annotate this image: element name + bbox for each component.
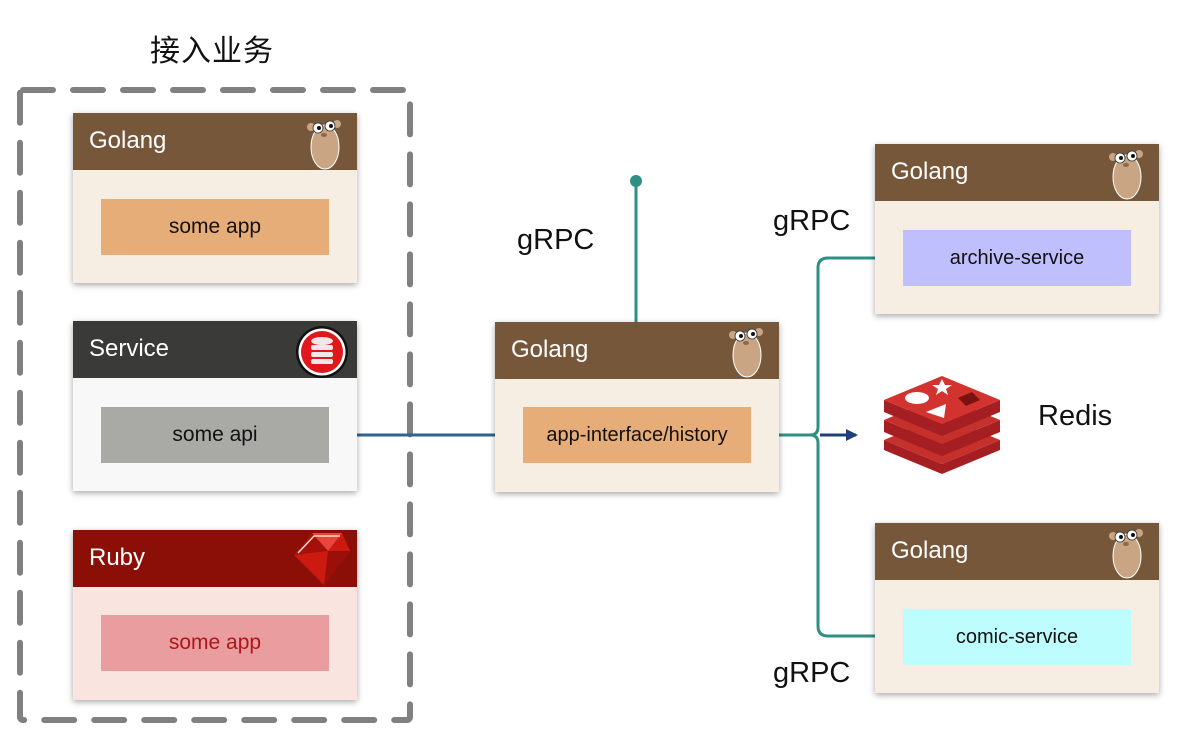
gateway-app-label: app-interface/history bbox=[546, 423, 728, 446]
edge-label-comic: gRPC bbox=[773, 657, 851, 689]
gopher-icon bbox=[1109, 529, 1143, 579]
gopher-icon bbox=[307, 120, 341, 170]
archive-service-label: archive-service bbox=[949, 246, 1085, 269]
card-header: Golang bbox=[73, 113, 357, 170]
group-title: 接入业务 bbox=[150, 34, 274, 69]
app-label: some app bbox=[168, 215, 262, 238]
client-group-border bbox=[17, 87, 413, 723]
card-lang-label: Ruby bbox=[89, 544, 146, 571]
api-label: some api bbox=[172, 423, 258, 446]
database-icon bbox=[296, 326, 348, 378]
ruby-icon bbox=[294, 533, 350, 585]
edge-label-archive: gRPC bbox=[773, 205, 851, 237]
backend-card-archive[interactable]: Golang archive-service bbox=[875, 144, 1159, 314]
card-lang-label: Golang bbox=[891, 158, 969, 185]
api-box[interactable]: some api bbox=[101, 407, 329, 463]
comic-service-box[interactable]: comic-service bbox=[903, 609, 1131, 665]
gopher-icon bbox=[1109, 150, 1143, 200]
card-lang-label: Golang bbox=[891, 537, 969, 564]
redis-label: Redis bbox=[1038, 400, 1113, 432]
card-lang-label: Golang bbox=[89, 127, 167, 154]
comic-service-label: comic-service bbox=[955, 625, 1079, 648]
app-box[interactable]: some app bbox=[101, 199, 329, 255]
backend-card-comic[interactable]: Golang comic-service bbox=[875, 523, 1159, 693]
card-lang-label: Service bbox=[89, 335, 170, 362]
archive-service-box[interactable]: archive-service bbox=[903, 230, 1131, 286]
gopher-icon bbox=[729, 328, 763, 378]
redis-icon bbox=[884, 376, 1000, 474]
card-lang-label: Golang bbox=[511, 336, 589, 363]
client-card-service[interactable]: Service some api bbox=[73, 321, 357, 491]
gateway-card[interactable]: Golang app-interface/history bbox=[495, 322, 779, 492]
client-card-ruby[interactable]: Ruby some app bbox=[73, 530, 357, 700]
edge-label-inbound: gRPC bbox=[517, 224, 595, 256]
client-card-golang[interactable]: Golang some app bbox=[73, 113, 357, 283]
gateway-app-box[interactable]: app-interface/history bbox=[523, 407, 751, 463]
app-box[interactable]: some app bbox=[101, 615, 329, 671]
app-label: some app bbox=[168, 631, 262, 654]
